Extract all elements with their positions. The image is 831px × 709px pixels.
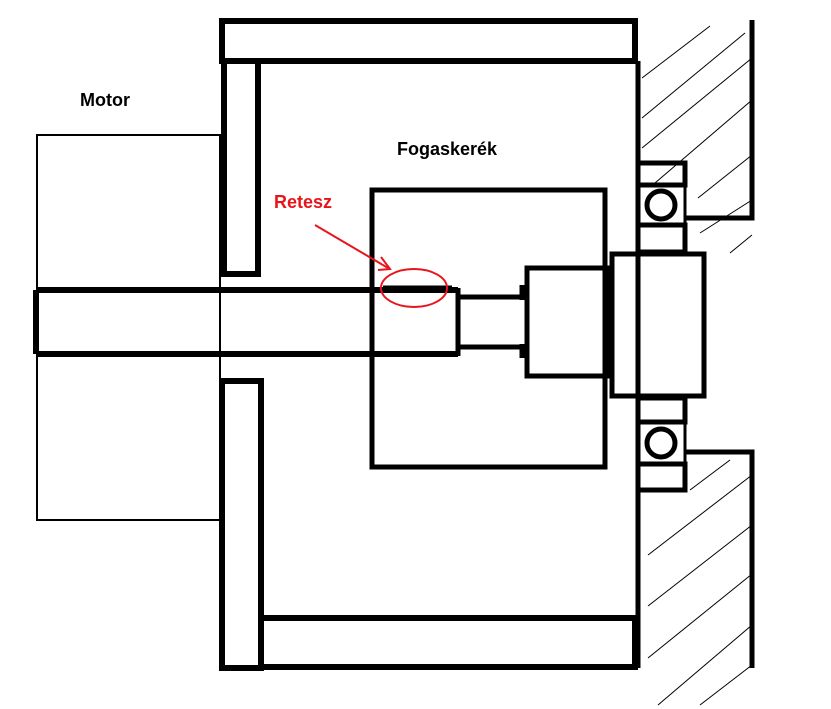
motor-body [36,134,221,521]
output-hub [524,265,613,379]
frame-upper [686,20,755,221]
housing-left-upper-wall [221,58,261,277]
housing-top-bar [219,18,638,64]
motor-shaft [33,287,458,357]
key-highlight-circle [380,268,448,308]
bottom-bearing [635,395,688,493]
frame-lower [686,449,755,668]
gear-label: Fogaskerék [397,139,498,159]
housing-left-lower-wall [219,378,264,671]
frame-hatching [641,25,753,706]
housing-bottom-bar [258,615,638,670]
output-shaft [609,251,707,399]
key-arrow [314,224,392,271]
motor-label: Motor [80,90,130,110]
gear-body [369,187,608,470]
shaft-step [455,288,525,356]
key-label: Retesz [274,192,333,212]
top-bearing [635,160,688,255]
